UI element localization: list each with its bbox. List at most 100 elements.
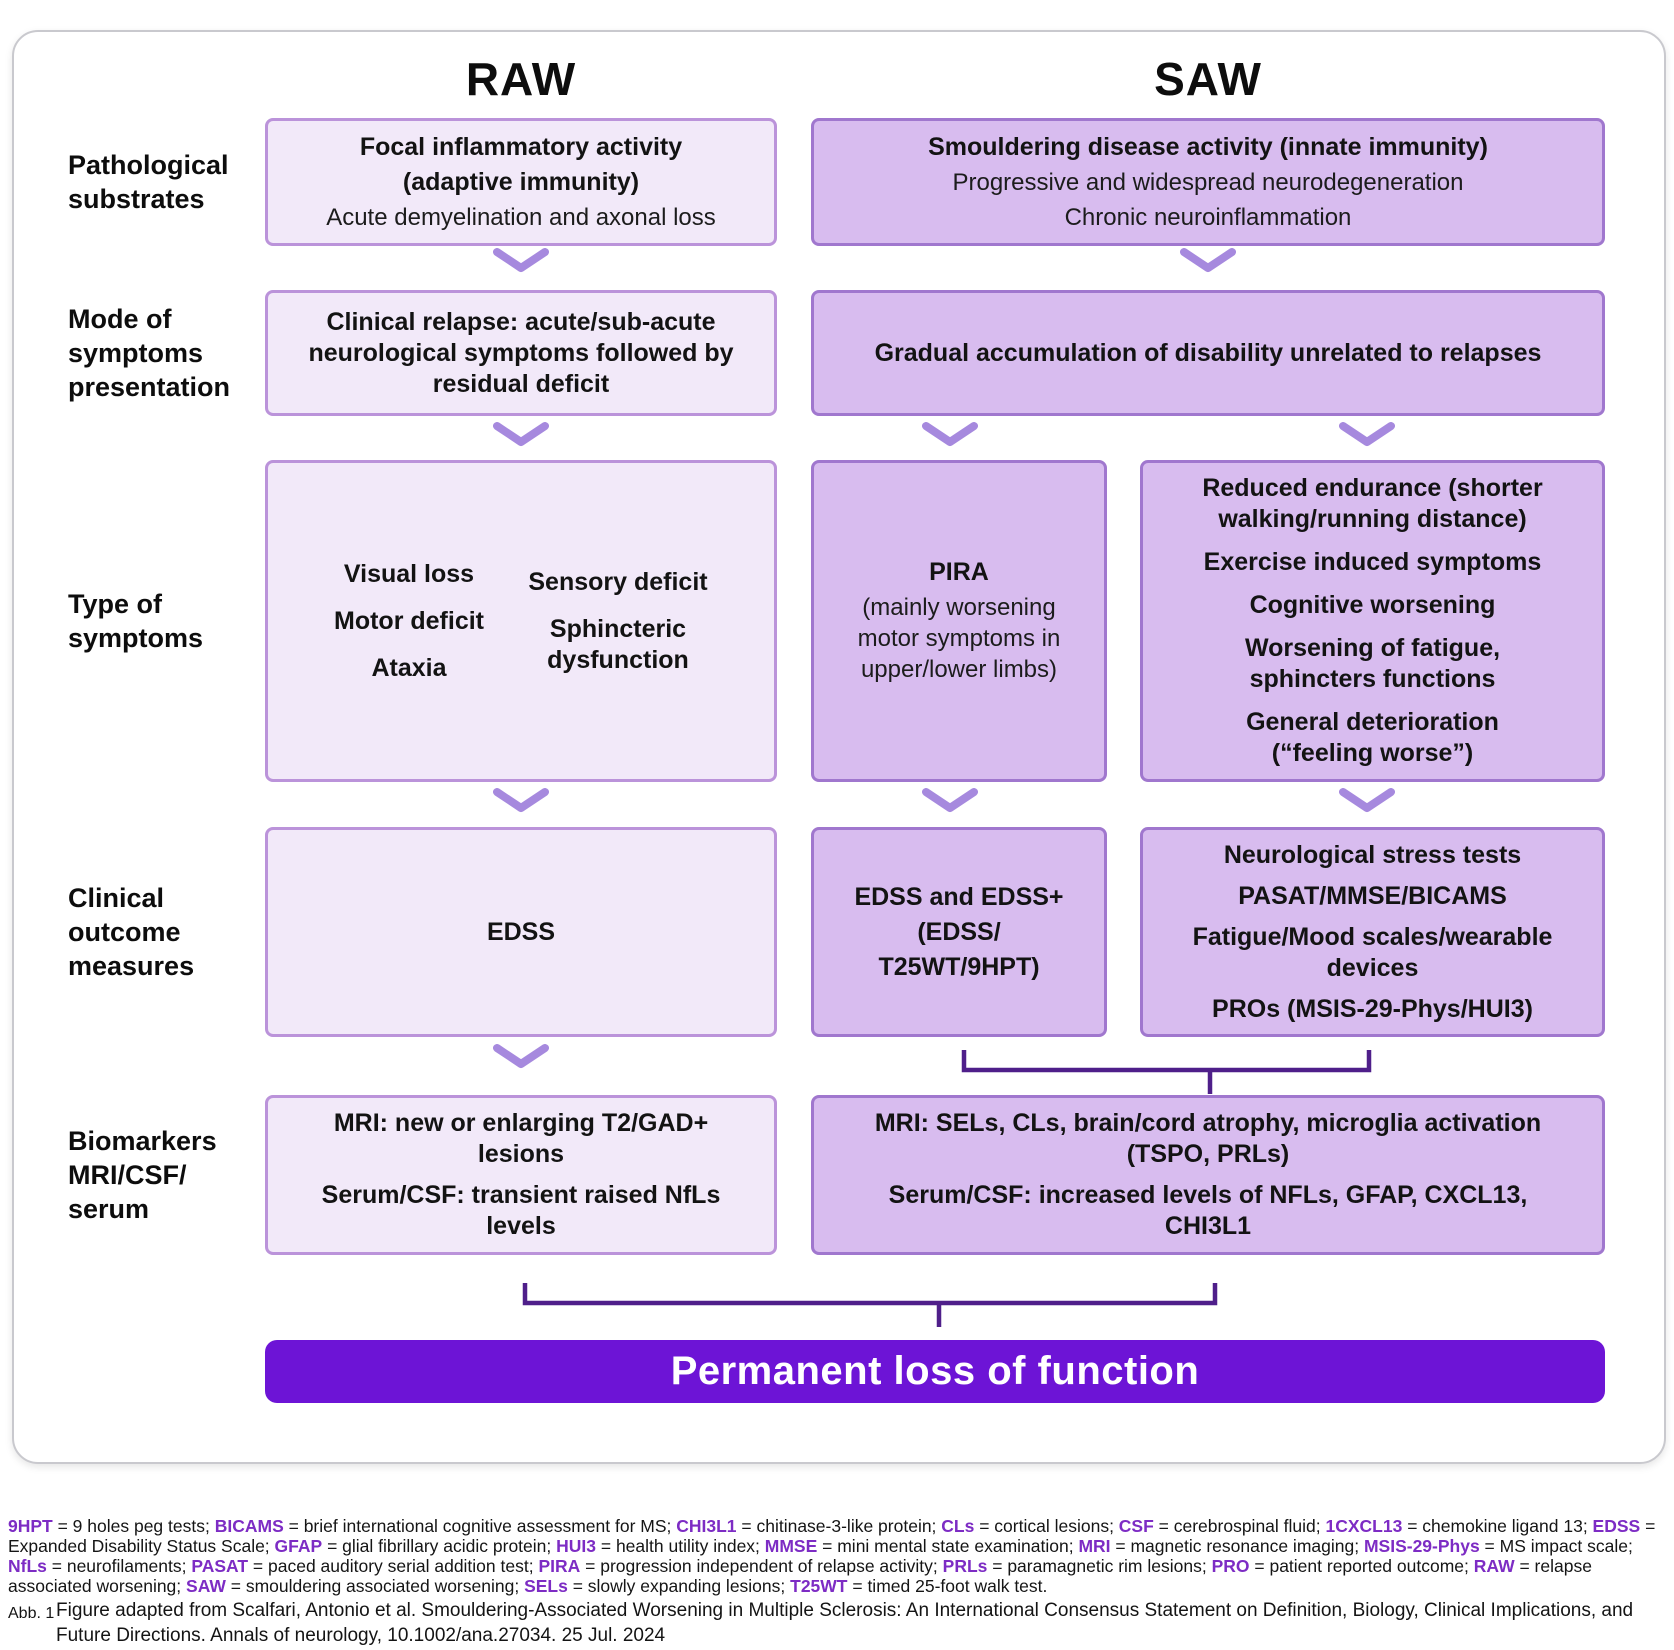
legend-definition: = cortical lesions; [974, 1515, 1119, 1536]
legend-definition: = brief international cognitive assessme… [283, 1515, 677, 1536]
legend-term: 9HPT [8, 1515, 53, 1536]
legend-term: PRO [1211, 1555, 1250, 1576]
box-text-line: (EDSS/ [917, 917, 1001, 946]
legend-term: GFAP [274, 1535, 323, 1556]
row-label-line: Clinical [68, 883, 165, 913]
box-text-line: T25WT/9HPT) [878, 952, 1040, 981]
legend-term: CSF [1118, 1515, 1154, 1536]
box-text-line: Serum/CSF: increased levels of NFLs, GFA… [888, 1181, 1528, 1240]
row-label-biomarkers: Biomarkers MRI/CSF/ serum [68, 1095, 273, 1255]
box-text-line: MRI: SELs, CLs, brain/cord atrophy, micr… [874, 1109, 1542, 1168]
box-saw-type-symptoms: Reduced endurance (shorter walking/runni… [1140, 460, 1605, 782]
legend-term: MSIS-29-Phys [1363, 1535, 1480, 1556]
permanent-loss-text: Permanent loss of function [670, 1349, 1200, 1393]
box-text-line: Ataxia [371, 653, 447, 682]
legend-term: 1CXCL13 [1325, 1515, 1403, 1536]
box-text-line: Chronic neuroinflammation [1064, 203, 1352, 231]
legend-term: HUI3 [556, 1535, 596, 1556]
box-text-line: MRI: new or enlarging T2/GAD+ lesions [333, 1109, 709, 1168]
box-text: Clinical relapse: acute/sub-acute neurol… [308, 307, 734, 398]
legend-term: CHI3L1 [676, 1515, 737, 1536]
legend-definition: = MS impact scale; [1479, 1535, 1633, 1556]
legend-definition: = mini mental state examination; [817, 1535, 1079, 1556]
box-text-line: Progressive and widespread neurodegenera… [952, 168, 1464, 196]
box-text-line: Visual loss [343, 559, 475, 588]
box-text-line: Focal inflammatory activity [359, 132, 683, 161]
legend-term: MMSE [764, 1535, 818, 1556]
legend-term: SAW [186, 1575, 226, 1596]
box-raw-outcome: EDSS [265, 827, 777, 1037]
chevron-down-icon [1339, 788, 1395, 812]
row-label-line: substrates [68, 184, 205, 214]
chevron-down-icon [493, 788, 549, 812]
row-label-line: Mode of [68, 304, 172, 334]
box-text-line: Acute demyelination and axonal loss [326, 203, 716, 231]
row-label-mode-of-symptoms: Mode of symptoms presentation [68, 290, 273, 416]
column-header-raw: RAW [465, 53, 577, 105]
legend-term: PASAT [191, 1555, 249, 1576]
box-raw-type: Visual loss Motor deficit Ataxia Sensory… [265, 460, 777, 782]
legend-definition: = magnetic resonance imaging; [1110, 1535, 1364, 1556]
legend-definition: = glial fibrillary acidic protein; [322, 1535, 557, 1556]
permanent-loss-bar: Permanent loss of function [265, 1340, 1605, 1403]
box-saw-mode: Gradual accumulation of disability unrel… [811, 290, 1605, 416]
row-label-clinical-outcome: Clinical outcome measures [68, 827, 273, 1037]
box-raw-biomarkers: MRI: new or enlarging T2/GAD+ lesions Se… [265, 1095, 777, 1255]
box-text-line: PIRA [929, 558, 989, 586]
box-text-line: Fatigue/Mood scales/wearable devices [1192, 922, 1553, 982]
legend-definition: = chitinase-3-like protein; [736, 1515, 942, 1536]
chevron-down-icon [922, 788, 978, 812]
chevron-down-icon [922, 422, 978, 446]
box-text-line: Sphincteric dysfunction [547, 614, 689, 674]
row-label-line: outcome [68, 917, 181, 947]
row-label-line: measures [68, 951, 195, 981]
box-text-line: Exercise induced symptoms [1203, 548, 1542, 576]
caption-text: Figure adapted from Scalfari, Antonio et… [56, 1600, 1634, 1646]
legend-term: SELs [524, 1575, 568, 1596]
row-label-line: Type of [68, 589, 162, 619]
legend-term: CLs [941, 1515, 975, 1536]
box-raw-mode: Clinical relapse: acute/sub-acute neurol… [265, 290, 777, 416]
legend: 9HPT = 9 holes peg tests; BICAMS = brief… [8, 1516, 1668, 1596]
row-label-line: serum [68, 1194, 150, 1224]
box-text-line: EDSS and EDSS+ [854, 882, 1064, 911]
box-text: (mainly worsening motor symptoms in uppe… [857, 594, 1061, 683]
column-header-saw: SAW [1154, 53, 1262, 105]
row-label-line: MRI/CSF/ [68, 1160, 187, 1190]
legend-term: RAW [1473, 1555, 1515, 1576]
chevron-down-icon [1180, 248, 1236, 272]
legend-definition: = smouldering associated worsening; [225, 1575, 525, 1596]
box-text-line: Reduced endurance (shorter walking/runni… [1202, 474, 1543, 533]
legend-term: PRLs [942, 1555, 988, 1576]
box-text-line: Motor deficit [334, 606, 484, 635]
legend-term: BICAMS [214, 1515, 284, 1536]
figure-caption: Abb. 1 Figure adapted from Scalfari, Ant… [8, 1598, 1658, 1648]
bracket-connector [522, 1283, 1218, 1327]
box-text-line: Smouldering disease activity (innate imm… [928, 132, 1488, 161]
box-saw-pathological: Smouldering disease activity (innate imm… [811, 118, 1605, 246]
box-text-line: Worsening of fatigue, sphincters functio… [1244, 634, 1501, 693]
legend-definition: = patient reported outcome; [1249, 1555, 1474, 1576]
box-saw-stress-tests: Neurological stress tests PASAT/MMSE/BIC… [1140, 827, 1605, 1037]
box-text-line: Serum/CSF: transient raised NfLs levels [321, 1181, 721, 1240]
box-text-line: PROs (MSIS-29-Phys/HUI3) [1212, 994, 1533, 1023]
legend-term: MRI [1078, 1535, 1111, 1556]
box-saw-pira: PIRA (mainly worsening motor symptoms in… [811, 460, 1107, 782]
legend-definition: = 9 holes peg tests; [52, 1515, 215, 1536]
legend-definition: = chemokine ligand 13; [1402, 1515, 1593, 1536]
legend-definition: = slowly expanding lesions; [567, 1575, 791, 1596]
box-raw-pathological: Focal inflammatory activity (adaptive im… [265, 118, 777, 246]
legend-term: NfLs [8, 1555, 47, 1576]
legend-definition: = relapse associated worsening; [8, 1555, 1592, 1596]
box-text: EDSS [486, 917, 556, 946]
box-text-line: Sensory deficit [528, 567, 708, 596]
caption-label: Abb. 1 [8, 1605, 55, 1622]
legend-definition: = Expanded Disability Status Scale; [8, 1515, 1656, 1556]
chevron-down-icon [1339, 422, 1395, 446]
legend-definition: = health utility index; [596, 1535, 765, 1556]
row-label-pathological-substrates: Pathological substrates [68, 118, 273, 246]
legend-definition: = neurofilaments; [46, 1555, 192, 1576]
row-label-line: Biomarkers [68, 1126, 217, 1156]
legend-definition: = paced auditory serial addition test; [248, 1555, 539, 1576]
